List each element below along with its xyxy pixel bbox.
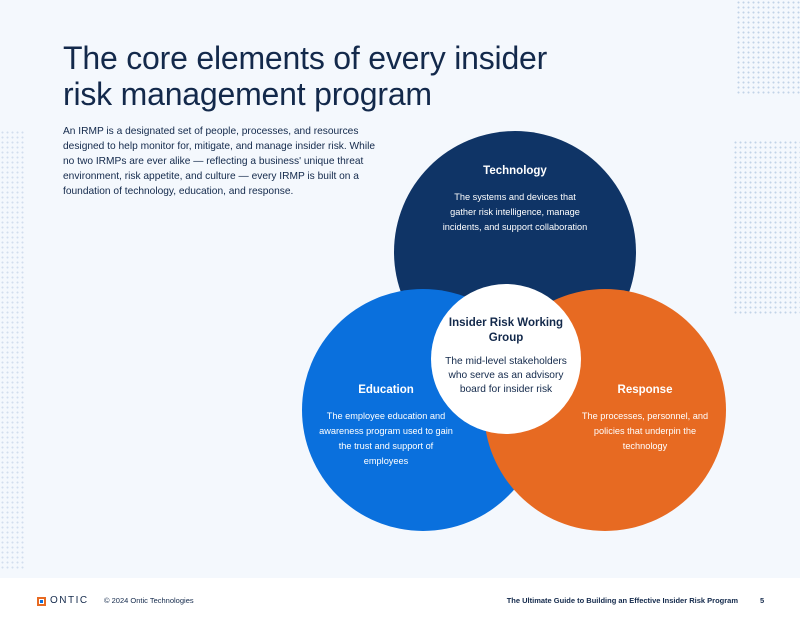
technology-heading: Technology bbox=[483, 165, 547, 177]
page-footer bbox=[0, 578, 800, 618]
page-number: 5 bbox=[760, 596, 765, 605]
education-label-block: Education The employee education and awa… bbox=[318, 383, 454, 469]
copyright-text: © 2024 Ontic Technologies bbox=[104, 596, 194, 605]
technology-label-block: Technology The systems and devices that … bbox=[440, 164, 590, 235]
page-title: The core elements of every insider risk … bbox=[63, 40, 548, 112]
working-group-label-block: Insider Risk Working Group The mid-level… bbox=[436, 316, 576, 397]
technology-description: The systems and devices that gather risk… bbox=[442, 192, 588, 232]
working-group-circle bbox=[431, 284, 581, 434]
decorative-dot-pattern-right bbox=[733, 140, 800, 316]
ontic-logo-icon bbox=[37, 596, 46, 606]
response-label-block: Response The processes, personnel, and p… bbox=[580, 383, 710, 454]
intro-paragraph: An IRMP is a designated set of people, p… bbox=[63, 126, 376, 197]
response-description: The processes, personnel, and policies t… bbox=[581, 411, 709, 451]
working-group-heading: Insider Risk Working Group bbox=[448, 317, 564, 344]
decorative-dot-pattern-left bbox=[0, 130, 24, 570]
decorative-dot-pattern-top bbox=[736, 0, 800, 96]
guide-title: The Ultimate Guide to Building an Effect… bbox=[506, 596, 738, 605]
education-heading: Education bbox=[358, 384, 414, 396]
response-heading: Response bbox=[617, 384, 673, 396]
education-description: The employee education and awareness pro… bbox=[319, 411, 453, 466]
working-group-description: The mid-level stakeholders who serve as … bbox=[445, 356, 567, 395]
logo-text: ONTIC bbox=[50, 595, 89, 606]
ontic-logo: ONTIC bbox=[37, 596, 89, 606]
